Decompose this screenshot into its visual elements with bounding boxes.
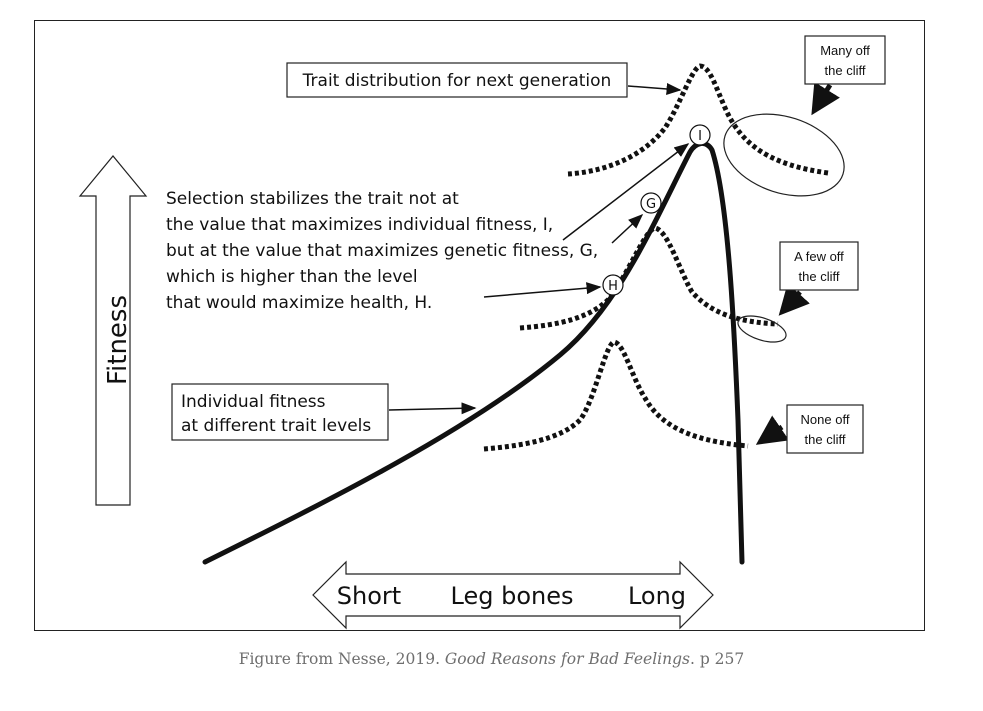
figure-caption: Figure from Nesse, 2019. Good Reasons fo… xyxy=(0,650,983,668)
arrow-few-off xyxy=(778,283,810,316)
svg-text:Selection stabilizes the trait: Selection stabilizes the trait not at xyxy=(166,189,459,209)
leg-bones-axis-arrow xyxy=(312,560,714,630)
individual-fitness-curve xyxy=(202,141,745,565)
svg-text:the cliff: the cliff xyxy=(825,63,866,78)
pointer-individual-fitness xyxy=(388,402,477,415)
point-i: I xyxy=(689,124,711,146)
svg-text:I: I xyxy=(698,129,702,144)
svg-text:the cliff: the cliff xyxy=(799,269,840,284)
svg-text:but at the value that maximize: but at the value that maximizes genetic … xyxy=(166,241,598,261)
caption-book-title: Good Reasons for Bad Feelings xyxy=(444,650,690,668)
svg-text:the cliff: the cliff xyxy=(805,432,846,447)
callout-few-off: A few off the cliff xyxy=(779,241,859,291)
svg-text:Individual fitness: Individual fitness xyxy=(181,392,326,412)
svg-text:A few off: A few off xyxy=(794,249,844,264)
pointer-to-h xyxy=(483,282,602,298)
svg-text:G: G xyxy=(646,197,656,212)
svg-text:which is higher than the level: which is higher than the level xyxy=(166,267,418,287)
point-g: G xyxy=(640,192,662,214)
axis-label-leg-bones: Leg bones xyxy=(451,582,574,610)
svg-text:Many off: Many off xyxy=(820,43,870,58)
trait-distribution-top xyxy=(567,63,829,177)
few-off-ellipse xyxy=(737,315,787,343)
callout-many-off: Many off the cliff xyxy=(804,35,886,85)
pointer-to-i xyxy=(562,143,690,241)
caption-suffix: . p 257 xyxy=(689,650,745,668)
callout-trait-distribution: Trait distribution for next generation xyxy=(286,62,628,98)
pointer-to-g xyxy=(611,213,644,244)
arrow-many-off xyxy=(811,81,840,116)
axis-label-short: Short xyxy=(337,582,401,610)
axis-label-long: Long xyxy=(628,582,686,610)
fitness-axis-label: Fitness xyxy=(103,295,133,385)
svg-text:at different trait levels: at different trait levels xyxy=(181,416,371,436)
figure-frame xyxy=(34,20,925,631)
fitness-axis-arrow xyxy=(78,155,148,506)
arrow-none-off xyxy=(755,415,790,445)
many-off-ellipse xyxy=(723,113,845,197)
trait-distribution-bottom xyxy=(483,339,749,452)
callout-none-off: None off the cliff xyxy=(786,404,864,454)
caption-prefix: Figure from Nesse, 2019. xyxy=(238,650,445,668)
svg-text:None off: None off xyxy=(801,412,850,427)
callout-individual-fitness: Individual fitness at different trait le… xyxy=(171,383,389,441)
svg-text:that would maximize health, H.: that would maximize health, H. xyxy=(166,293,432,313)
svg-text:Trait distribution for next ge: Trait distribution for next generation xyxy=(302,71,612,91)
pointer-trait-distribution xyxy=(627,82,682,95)
svg-text:H: H xyxy=(608,279,618,294)
selection-explanation: Selection stabilizes the trait not at th… xyxy=(166,189,598,313)
point-h: H xyxy=(602,274,624,296)
trait-distribution-middle xyxy=(519,225,779,331)
svg-text:the value that maximizes indiv: the value that maximizes individual fitn… xyxy=(166,215,553,235)
